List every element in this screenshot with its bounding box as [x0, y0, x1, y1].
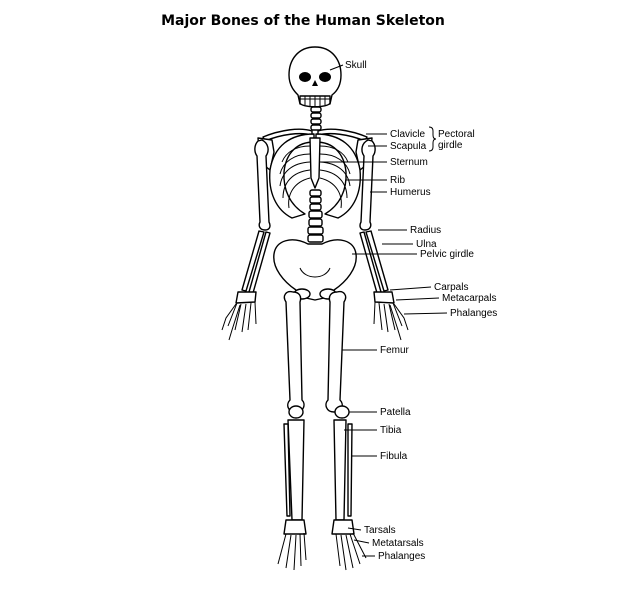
rib-label: Rib [390, 175, 405, 186]
pectoral-girdle-label-line1: Pectoral [438, 129, 475, 140]
spine [307, 189, 324, 243]
tibia-label: Tibia [380, 425, 402, 436]
fibula-label: Fibula [380, 451, 408, 462]
skull-bone [288, 46, 342, 108]
sternum-bone [309, 137, 321, 189]
tarsals-label: Tarsals [364, 525, 396, 536]
patella-label: Patella [380, 407, 411, 418]
skull-label: Skull [345, 60, 367, 71]
pectoral-girdle-bracket [428, 126, 437, 152]
metatarsals-label: Metatarsals [372, 538, 424, 549]
clavicle-label: Clavicle [390, 129, 425, 140]
right-arm [359, 139, 409, 341]
radius-label: Radius [410, 225, 441, 236]
ulna-label: Ulna [416, 239, 437, 250]
labels: Skull Clavicle Scapula Pectoral girdle S… [345, 60, 497, 562]
humerus-label: Humerus [390, 187, 431, 198]
foot-phalanges-label: Phalanges [378, 551, 425, 562]
sternum-label: Sternum [390, 157, 428, 168]
left-arm [221, 139, 271, 341]
rib-cage [269, 133, 361, 219]
pelvis-bone [273, 239, 357, 301]
carpals-label: Carpals [434, 282, 468, 293]
leader-lines [320, 64, 448, 557]
pelvic-girdle-label: Pelvic girdle [420, 249, 474, 260]
metacarpals-label: Metacarpals [442, 293, 496, 304]
hand-phalanges-label: Phalanges [450, 308, 497, 319]
left-leg [277, 290, 307, 571]
page-title: Major Bones of the Human Skeleton [161, 13, 445, 29]
femur-label: Femur [380, 345, 410, 356]
right-leg [325, 290, 367, 571]
scapula-label: Scapula [390, 141, 427, 152]
skeleton-illustration [221, 46, 409, 571]
pectoral-girdle-label-line2: girdle [438, 140, 463, 151]
cervical-spine [310, 106, 322, 131]
